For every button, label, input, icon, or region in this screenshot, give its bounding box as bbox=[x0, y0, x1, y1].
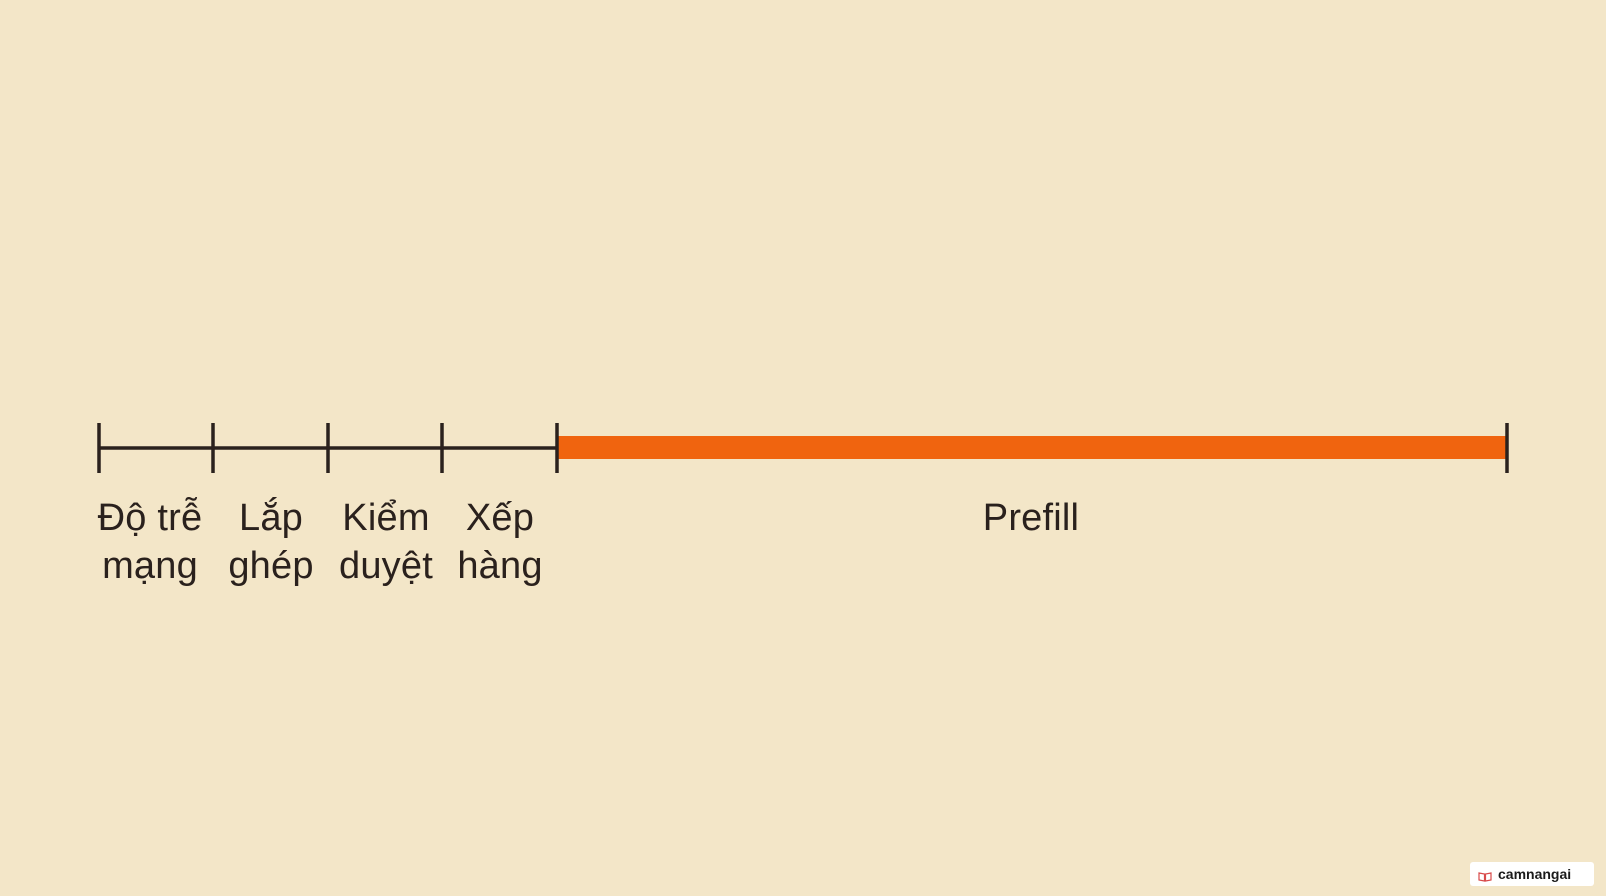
segment-label-line2: hàng bbox=[457, 545, 543, 587]
prefill-bar bbox=[557, 436, 1507, 459]
segment-label-prefill: Prefill bbox=[931, 494, 1131, 542]
segment-label-network-latency: Độ trễ mạng bbox=[80, 494, 220, 590]
watermark-badge: camnangai bbox=[1470, 862, 1594, 886]
book-icon bbox=[1478, 869, 1492, 882]
segment-label-line2: ghép bbox=[228, 545, 314, 587]
segment-label-line2: mạng bbox=[102, 545, 198, 587]
segment-label-review: Kiểm duyệt bbox=[316, 494, 456, 590]
prefill-label: Prefill bbox=[982, 497, 1080, 539]
watermark-text: camnangai bbox=[1498, 866, 1572, 882]
segment-label-line1: Xếp bbox=[465, 497, 535, 539]
segment-label-line2: duyệt bbox=[339, 545, 433, 587]
segment-label-queue: Xếp hàng bbox=[430, 494, 570, 590]
segment-label-line1: Kiểm bbox=[342, 497, 430, 539]
segment-label-line1: Độ trễ bbox=[97, 497, 203, 539]
segment-label-line1: Lắp bbox=[238, 497, 303, 539]
segment-label-assembly: Lắp ghép bbox=[201, 494, 341, 590]
